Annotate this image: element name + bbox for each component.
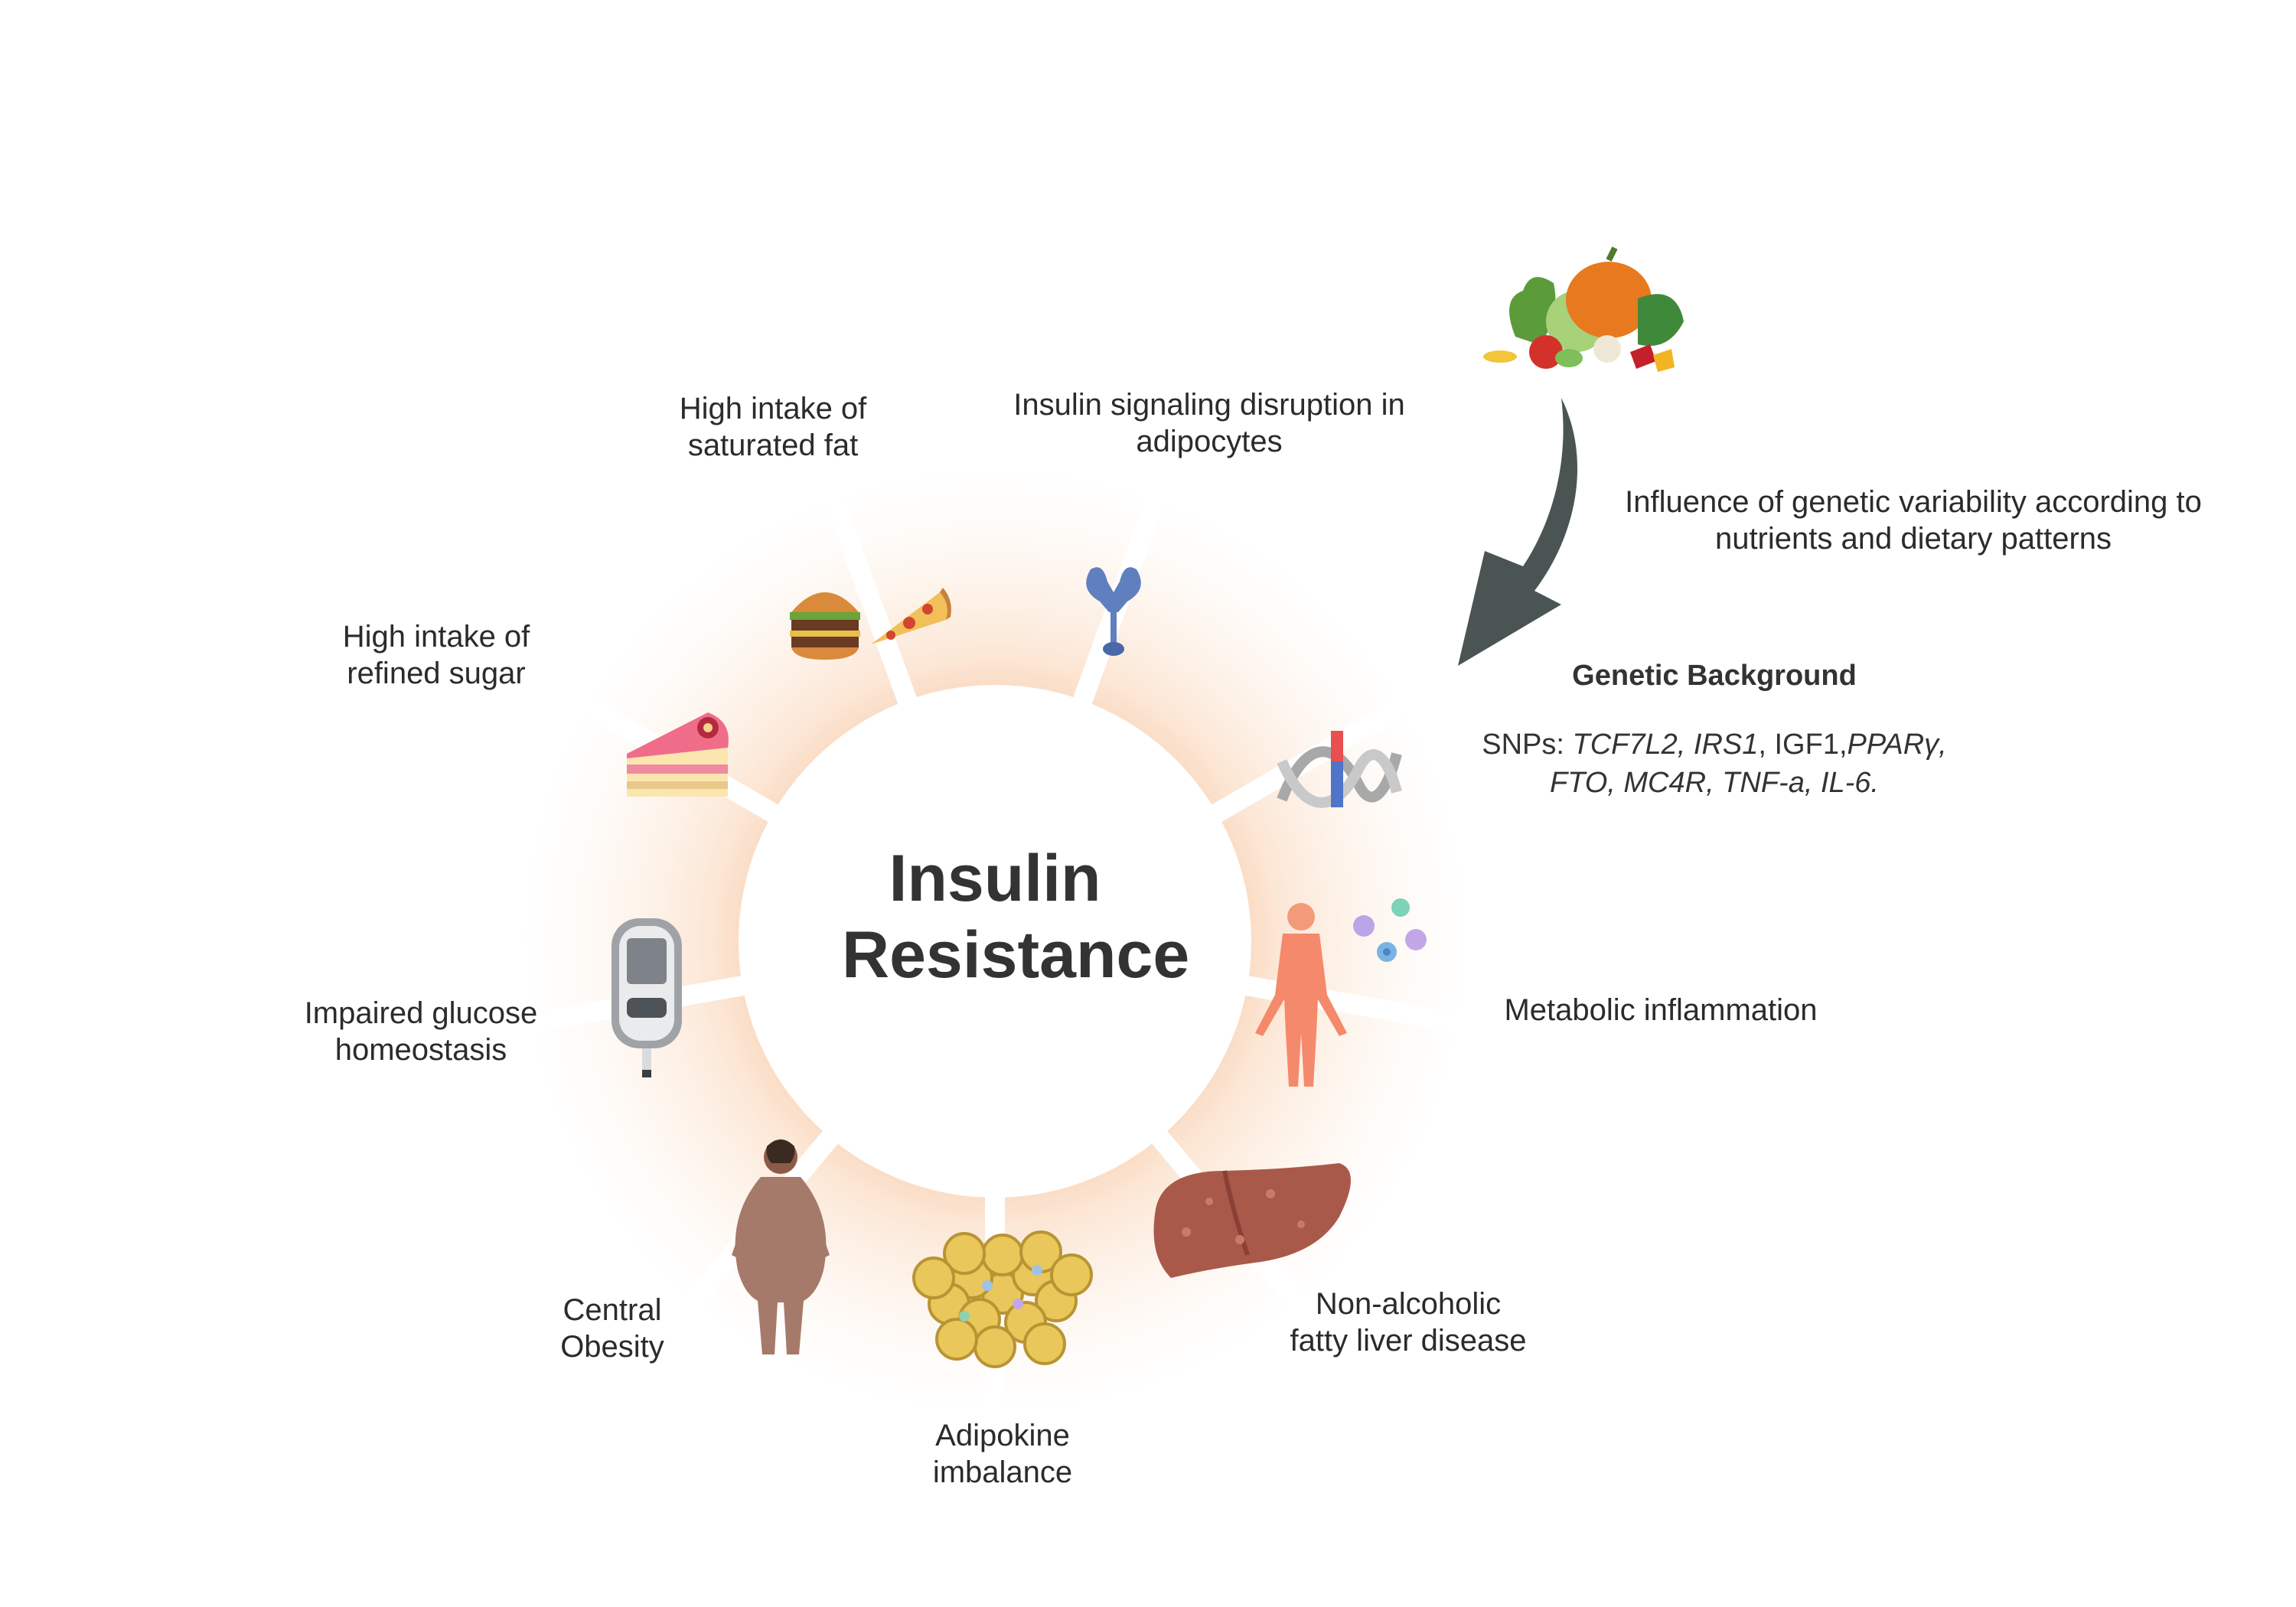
label-dietary-influence: Influence of genetic variability accordi…	[1625, 485, 2202, 556]
snp-gene-segment: PPARγ,	[1847, 729, 1947, 761]
adipocyte-cell	[974, 1325, 1016, 1368]
snp-genes-line-1: TCF7L2, IRS1, IGF1,PPARγ,	[1573, 729, 1947, 761]
center-title-line-1: Insulin	[889, 842, 1101, 915]
snp-line-1: SNPs: TCF7L2, IRS1, IGF1,PPARγ,	[1424, 725, 2005, 764]
snp-list: SNPs: TCF7L2, IRS1, IGF1,PPARγ, FTO, MC4…	[1424, 725, 2005, 802]
snp-gene-segment: , IGF1,	[1758, 729, 1848, 761]
immune-cell-dot	[1032, 1265, 1042, 1276]
snp-gene-segment: TCF7L2,	[1572, 729, 1694, 761]
label-metabolic-inflammation: Metabolic inflammation	[1504, 993, 1818, 1027]
obese-person-icon	[732, 1139, 830, 1354]
adipocytes-icon	[912, 1231, 1093, 1368]
adipocyte-cell	[943, 1232, 986, 1275]
center-title: Insulin Resistance	[842, 840, 1190, 993]
cake-slice-icon	[627, 712, 729, 797]
glucometer-icon	[612, 918, 682, 1077]
burger-pizza-icon	[790, 588, 951, 660]
adipocyte-cell	[935, 1318, 978, 1361]
adipocyte-cell	[1023, 1322, 1066, 1365]
immune-cell-dot	[1013, 1299, 1023, 1309]
snp-line-2: FTO, MC4R, TNF-a, IL-6.	[1424, 764, 2005, 802]
vegetables-icon	[1483, 246, 1684, 372]
genetic-background-heading: Genetic Background	[1572, 660, 1857, 692]
snp-gene-segment: IRS1	[1693, 729, 1759, 761]
dna-icon	[1277, 731, 1402, 808]
adipocyte-cell	[1050, 1253, 1093, 1296]
immune-cell-dot	[959, 1311, 970, 1322]
snp-prefix: SNPs:	[1482, 729, 1573, 761]
center-hub	[739, 685, 1251, 1198]
immune-cell-dot	[982, 1280, 993, 1291]
snp-genes-line-2: FTO, MC4R, TNF-a, IL-6.	[1549, 767, 1879, 799]
curved-arrow-icon	[1458, 398, 1578, 666]
body-immune-cells-icon	[1255, 898, 1427, 1087]
segment-divider	[813, 463, 921, 715]
liver-icon	[1153, 1163, 1351, 1278]
adipocyte-cell	[912, 1257, 955, 1299]
insulin-receptor-icon	[1086, 567, 1141, 656]
center-title-line-2: Resistance	[842, 918, 1190, 992]
adipocyte-cell	[981, 1234, 1024, 1276]
